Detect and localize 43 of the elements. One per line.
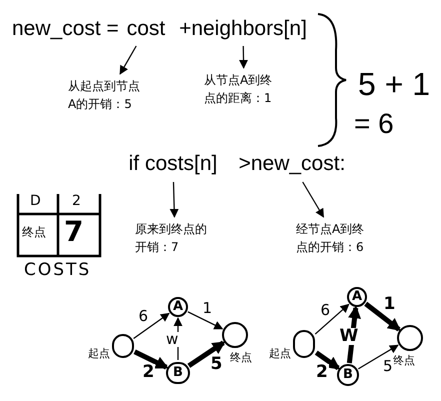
sum-text: 5 + 1: [358, 68, 430, 100]
result-text: = 6: [354, 110, 394, 138]
code-text: if costs[n]: [128, 151, 218, 178]
annotation-text: 经节点A到终点的开销：6: [296, 221, 366, 256]
arrow: [346, 305, 361, 364]
arrow: [358, 344, 399, 370]
node-caption: 起点: [269, 346, 291, 362]
table-cell-text: 2: [72, 194, 81, 208]
edge-label: W: [338, 328, 360, 345]
arrow: [314, 304, 350, 334]
edge-label: 1: [202, 301, 214, 316]
leader-arrow: [239, 46, 248, 69]
leader-arrow: [302, 182, 324, 218]
table-cell-text: 7: [64, 218, 84, 246]
leader-arrow: [120, 46, 137, 75]
table-cell-text: D: [30, 194, 41, 208]
code-text: +neighbors[n]: [179, 16, 307, 42]
arrow: [364, 302, 401, 332]
arrow: [188, 311, 224, 330]
arrow: [174, 317, 182, 360]
edge-label: 6: [320, 302, 332, 318]
code-text: >new_cost:: [238, 151, 346, 178]
leader-arrow: [170, 182, 179, 218]
node-letter: B: [343, 366, 353, 384]
edge-label: 5: [382, 358, 394, 374]
arrow: [314, 350, 340, 370]
node-caption: 起点: [88, 346, 110, 362]
node-caption: 终点: [230, 350, 252, 366]
arrow: [187, 340, 226, 368]
node-letter: A: [352, 288, 362, 306]
formula-text: new_cost =: [12, 18, 119, 39]
edge-label: 6: [138, 308, 150, 324]
table-cell-text: 终点: [22, 226, 46, 238]
table-caption: COSTS: [24, 262, 92, 279]
node-caption: 终点: [393, 353, 415, 367]
annotation-text: 原来到终点的开销：7: [135, 221, 208, 256]
node-letter: B: [173, 364, 183, 382]
annotation-text: 从节点A到终点的距离：1: [204, 72, 274, 107]
node-letter: A: [172, 298, 184, 316]
annotation-text: 从起点到节点A的开销：5: [68, 78, 141, 113]
edge-label: w: [165, 332, 180, 347]
code-text: cost: [126, 16, 166, 42]
arrow: [133, 312, 170, 339]
